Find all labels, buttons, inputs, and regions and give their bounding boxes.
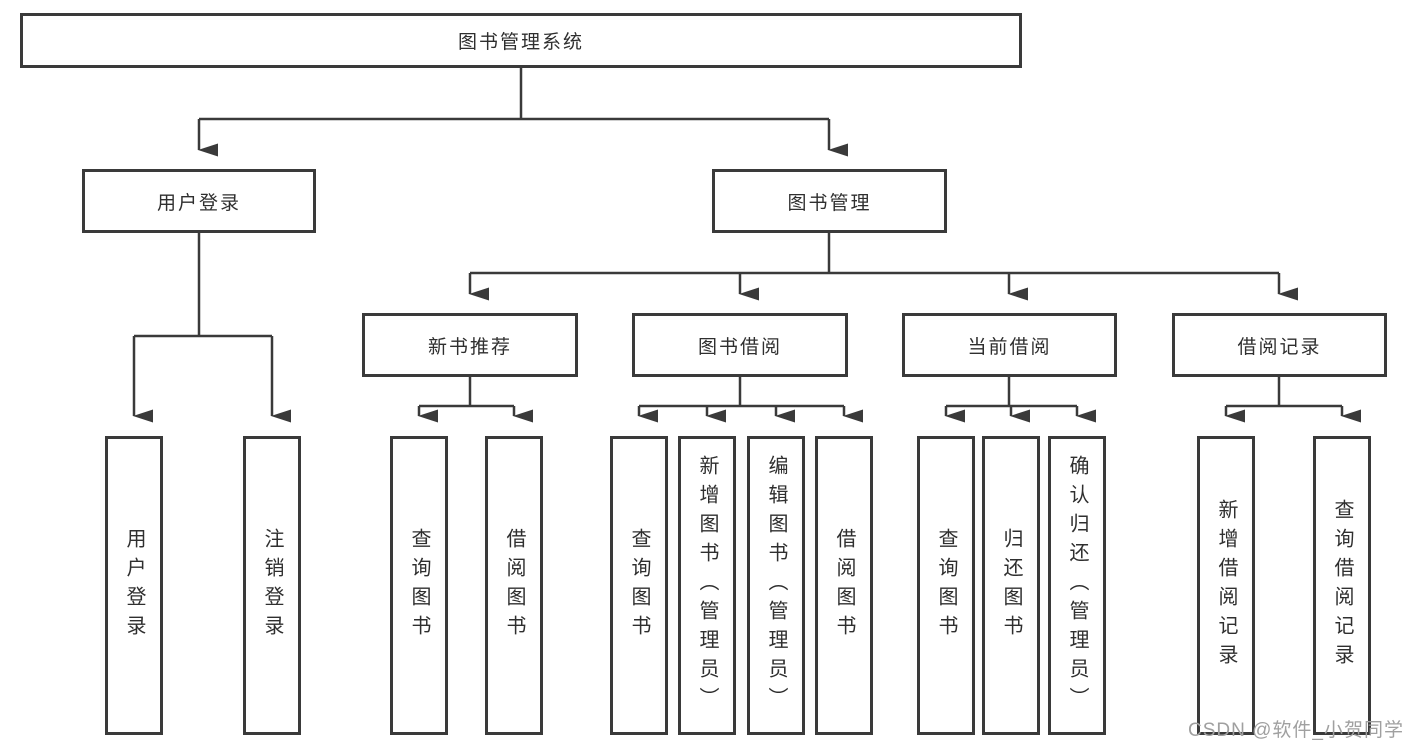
node-label: 用户登录: [123, 527, 145, 644]
leaf-query-books-borrowing: 查询图书: [610, 436, 668, 735]
node-current-borrowing: 当前借阅: [902, 313, 1117, 377]
node-user-login: 用户登录: [82, 169, 316, 233]
node-label: 确认归还（管理员）: [1066, 455, 1088, 716]
node-label: 当前借阅: [967, 336, 1052, 358]
leaf-borrow-books: 借阅图书: [815, 436, 873, 735]
node-label: 图书管理系统: [457, 32, 584, 53]
node-label: 新增图书（管理员）: [696, 455, 718, 716]
leaf-logout: 注销登录: [243, 436, 301, 735]
node-label: 查询图书: [628, 527, 650, 644]
node-label: 查询图书: [408, 527, 430, 644]
leaf-user-login: 用户登录: [105, 436, 163, 735]
node-label: 借阅图书: [833, 527, 855, 644]
node-label: 借阅记录: [1237, 336, 1322, 358]
leaf-query-borrow-record: 查询借阅记录: [1313, 436, 1371, 735]
node-borrow-records: 借阅记录: [1172, 313, 1387, 377]
node-new-book-recommend: 新书推荐: [362, 313, 578, 377]
node-label: 图书管理: [787, 192, 872, 214]
node-book-borrowing: 图书借阅: [632, 313, 848, 377]
leaf-query-books-current: 查询图书: [917, 436, 975, 735]
node-label: 用户登录: [156, 192, 241, 214]
leaf-return-books: 归还图书: [982, 436, 1040, 735]
csdn-watermark: CSDN @软件_小贺同学: [1188, 720, 1404, 741]
node-label: 编辑图书（管理员）: [765, 455, 787, 716]
leaf-edit-books-admin: 编辑图书（管理员）: [747, 436, 805, 735]
node-book-management: 图书管理: [712, 169, 947, 233]
node-label: 查询借阅记录: [1331, 498, 1353, 673]
node-label: 新书推荐: [427, 336, 512, 358]
leaf-query-books-recommend: 查询图书: [390, 436, 448, 735]
leaf-add-borrow-record: 新增借阅记录: [1197, 436, 1255, 735]
node-label: 借阅图书: [503, 527, 525, 644]
node-label: 图书借阅: [697, 336, 782, 358]
leaf-confirm-return-admin: 确认归还（管理员）: [1048, 436, 1106, 735]
node-label: 新增借阅记录: [1215, 498, 1237, 673]
node-label: 归还图书: [1000, 527, 1022, 644]
node-label: 注销登录: [261, 527, 283, 644]
leaf-borrow-books-recommend: 借阅图书: [485, 436, 543, 735]
leaf-add-books-admin: 新增图书（管理员）: [678, 436, 736, 735]
node-label: 查询图书: [935, 527, 957, 644]
node-system-root: 图书管理系统: [20, 13, 1022, 68]
